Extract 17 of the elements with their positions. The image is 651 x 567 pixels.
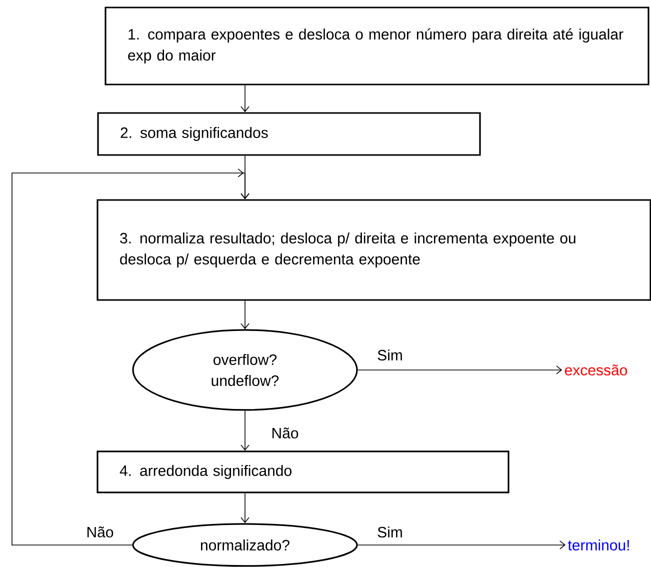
arrow [12, 168, 250, 546]
arrow [240, 492, 250, 524]
outcome-text: excessão [564, 364, 628, 376]
process-box: 3. normaliza resultado; desloca p/ direita e incrementa expoente ou desloca p/ esquerda e decrementa expoente [96, 199, 651, 301]
arrow [240, 84, 250, 112]
edge-label: Sim [376, 348, 404, 362]
arrow [357, 366, 562, 374]
process-box: 2. soma significandos [97, 112, 481, 156]
edge-label: Não [85, 526, 115, 538]
edge-label: Não [270, 426, 300, 440]
arrow [240, 300, 250, 330]
arrow [240, 410, 250, 451]
process-box: 4. arredonda significando [96, 450, 510, 494]
edge-label: Sim [376, 525, 404, 538]
process-box: 1. compara expoentes e desloca o menor número para direita até igualar exp do maior [104, 6, 650, 86]
arrow [357, 540, 566, 550]
outcome-text: terminou! [568, 539, 629, 550]
